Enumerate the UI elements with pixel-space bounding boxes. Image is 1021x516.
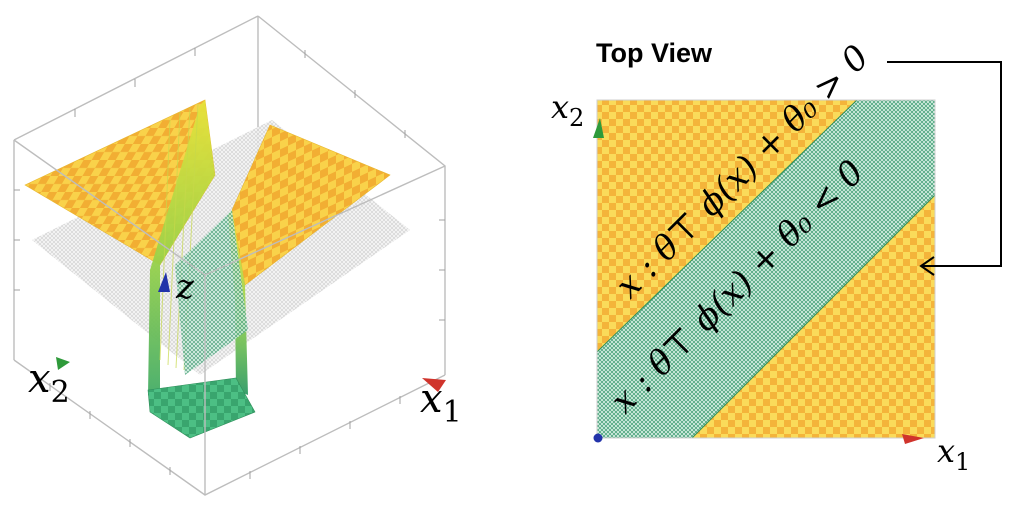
top-x2-arrow — [593, 118, 604, 138]
top-view-title: Top View — [596, 38, 713, 68]
valley-floor — [147, 377, 256, 439]
decision-boundary-upper — [597, 100, 858, 353]
decision-boundary-lower — [691, 194, 935, 438]
top-x1-axis-label: x1 — [937, 432, 970, 476]
negative-region-band — [597, 100, 935, 438]
top-view: Top View x2 x1 x : θ⊤ ϕ(x) + θ₀ > 0 x : … — [551, 37, 1002, 476]
top-x2-axis-label: x2 — [551, 88, 584, 132]
top-view-frame — [596, 99, 936, 439]
surface-plot: x1 x2 z — [13, 15, 462, 496]
bounding-box-front — [13, 139, 446, 496]
x1-axis-arrow — [422, 378, 446, 392]
top-x1-arrow — [902, 434, 924, 444]
x1-axis-label: x1 — [420, 376, 462, 430]
z-axis-label: z — [175, 267, 195, 307]
x2-axis-label: x2 — [28, 356, 70, 410]
callout-arrow — [887, 61, 1002, 276]
tick-marks — [14, 48, 445, 479]
z-axis-arrow — [158, 272, 170, 292]
origin-marker — [593, 433, 603, 443]
x2-axis-arrow — [56, 357, 70, 370]
valley-left-wall — [148, 100, 215, 410]
valley-mesh — [175, 210, 248, 375]
